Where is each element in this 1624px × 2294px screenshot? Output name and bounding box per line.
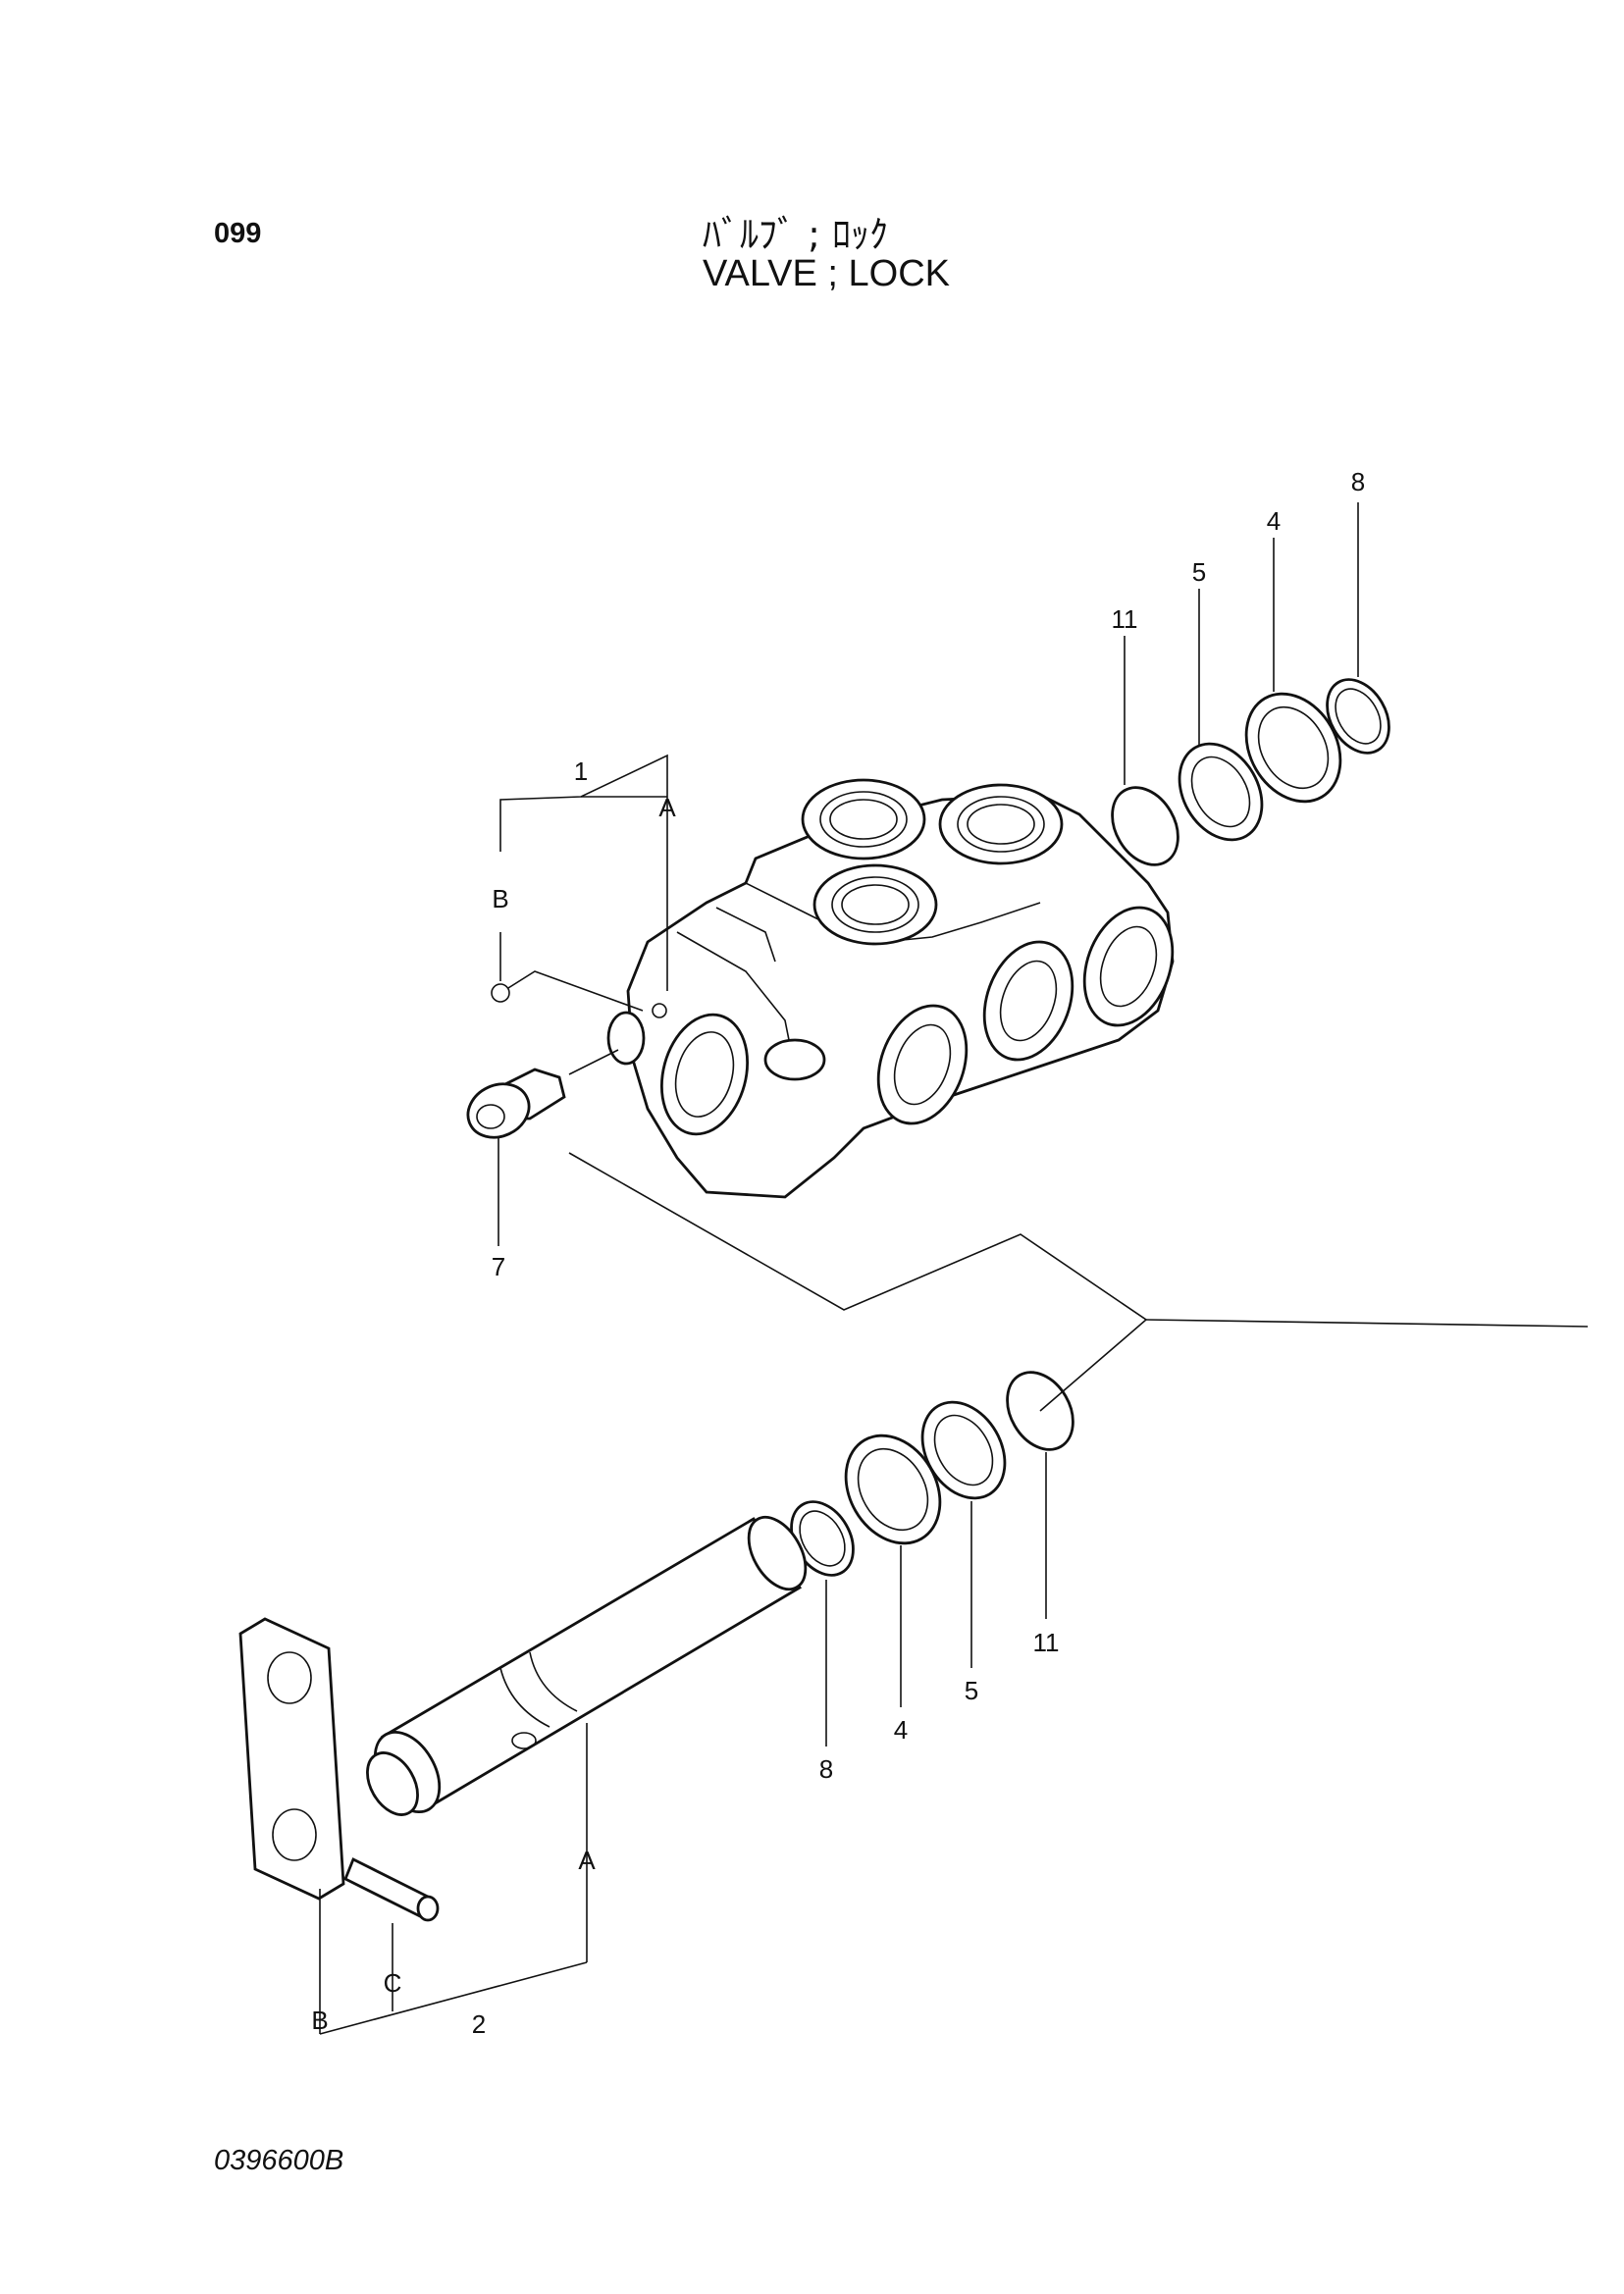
title-english: VALVE ; LOCK — [703, 253, 951, 294]
callout-part-4-top: 4 — [1267, 506, 1281, 536]
callout-part-8-top: 8 — [1351, 467, 1365, 496]
callout-group-b-top: B — [492, 884, 508, 913]
callout-group-a-top: A — [658, 793, 676, 822]
callout-part-1: 1 — [574, 756, 588, 786]
page-number: 099 — [214, 218, 262, 249]
callout-part-5-top: 5 — [1192, 557, 1206, 587]
valve-body — [606, 778, 1175, 1199]
title-japanese: ﾊﾞﾙﾌﾞ ; ﾛｯｸ — [703, 213, 888, 256]
leader-lines — [319, 502, 1589, 2035]
callout-part-2: 2 — [472, 2009, 486, 2039]
drawing-number: 0396600B — [214, 2145, 344, 2176]
callout-group-c-bottom: C — [384, 1968, 402, 1998]
plug-part-7 — [466, 1049, 619, 1139]
callout-part-11-top: 11 — [1112, 604, 1138, 634]
callout-part-7: 7 — [492, 1252, 505, 1281]
top-seal-set — [1111, 678, 1390, 866]
callout-group-a-bottom: A — [578, 1846, 596, 1875]
callout-part-11-bottom: 11 — [1033, 1628, 1060, 1657]
bottom-seal-set — [790, 1371, 1074, 1577]
callout-group-b-bottom: B — [311, 2006, 328, 2035]
spool-part-2 — [366, 1515, 808, 1816]
callout-part-8-bottom: 8 — [819, 1754, 833, 1784]
callout-part-4-bottom: 4 — [894, 1715, 908, 1745]
callout-part-5-bottom: 5 — [965, 1676, 978, 1705]
link-plate — [238, 1617, 345, 1901]
pin — [343, 1857, 440, 1922]
